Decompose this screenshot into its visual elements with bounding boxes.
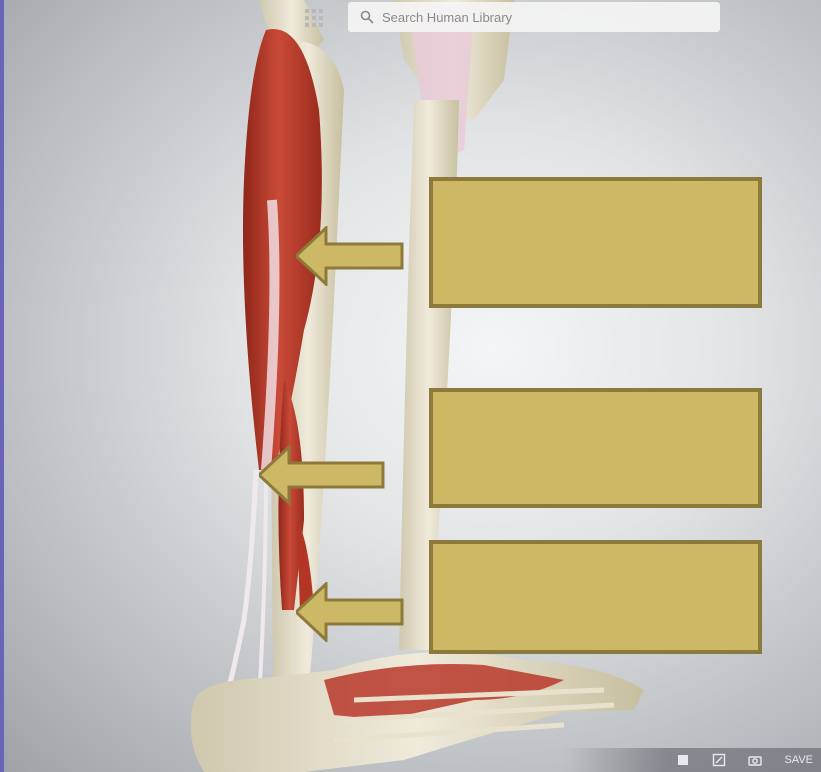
search-icon [360,10,374,24]
edit-icon[interactable] [712,753,726,767]
apps-grid-icon[interactable] [304,8,324,28]
3d-viewport[interactable]: Search Human Library SAVE [4,0,821,772]
search-placeholder: Search Human Library [382,10,512,25]
leg-anatomy-model[interactable] [4,0,821,772]
label-box-2[interactable] [429,388,762,508]
stop-icon[interactable] [676,753,690,767]
search-bar[interactable]: Search Human Library [348,2,720,32]
label-box-1[interactable] [429,177,762,308]
save-button[interactable]: SAVE [784,754,813,766]
label-box-3[interactable] [429,540,762,654]
pointer-arrow-top [296,226,406,286]
camera-icon[interactable] [748,753,762,767]
pointer-arrow-bottom [296,582,406,642]
bottom-toolbar: SAVE [564,748,821,772]
pointer-arrow-middle [259,445,387,505]
